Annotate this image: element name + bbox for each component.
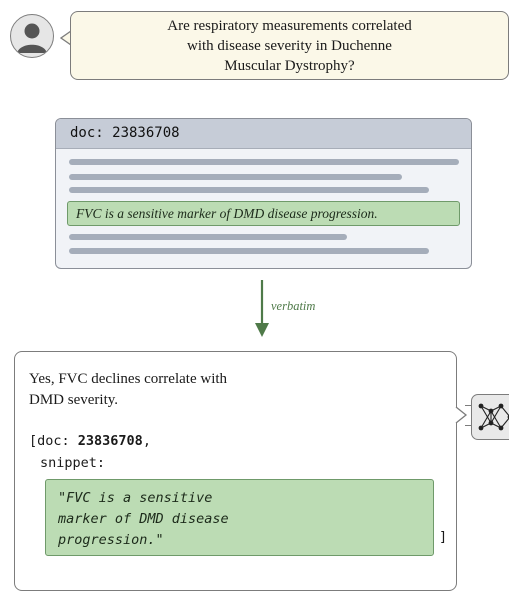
- citation-line: [doc: 23836708,: [29, 431, 151, 451]
- citation-prefix: [doc:: [29, 433, 78, 449]
- user-avatar-icon: [10, 14, 54, 58]
- snippet-line: progression.": [58, 532, 164, 548]
- answer-box: Yes, FVC declines correlate with DMD sev…: [14, 351, 457, 591]
- answer-line: DMD severity.: [29, 392, 119, 408]
- question-line: with disease severity in Duchenne: [187, 38, 392, 54]
- text-placeholder-line: [69, 159, 459, 165]
- document-header: doc: 23836708: [56, 119, 471, 149]
- model-node: [465, 394, 509, 440]
- citation-doc-id: 23836708: [77, 433, 143, 449]
- snippet-label: snippet:: [40, 455, 106, 471]
- answer-line: Yes, FVC declines correlate with: [29, 371, 228, 387]
- question-line: Muscular Dystrophy?: [224, 58, 355, 74]
- answer-text: Yes, FVC declines correlate with DMD sev…: [29, 369, 259, 411]
- closing-bracket: ]: [439, 529, 448, 545]
- document-card: doc: 23836708 FVC is a sensitive marker …: [55, 118, 472, 269]
- neural-network-icon: [478, 403, 509, 431]
- model-port: [465, 425, 472, 427]
- model-port: [465, 405, 472, 407]
- snippet-line: marker of DMD disease: [58, 511, 229, 527]
- question-line: Are respiratory measurements correlated: [167, 18, 412, 34]
- speech-tail: [60, 30, 72, 46]
- text-placeholder-line: [69, 187, 429, 193]
- speech-tail: [455, 406, 468, 424]
- question-bubble: Are respiratory measurements correlated …: [70, 11, 509, 80]
- down-arrow-icon: [255, 280, 269, 337]
- snippet-quote: "FVC is a sensitive marker of DMD diseas…: [45, 479, 434, 556]
- text-placeholder-line: [69, 174, 402, 180]
- arrow-label: verbatim: [271, 299, 316, 313]
- text-placeholder-line: [69, 248, 429, 254]
- highlighted-sentence: FVC is a sensitive marker of DMD disease…: [67, 201, 460, 226]
- citation-suffix: ,: [142, 433, 151, 449]
- snippet-line: "FVC is a sensitive: [58, 490, 213, 506]
- text-placeholder-line: [69, 234, 347, 240]
